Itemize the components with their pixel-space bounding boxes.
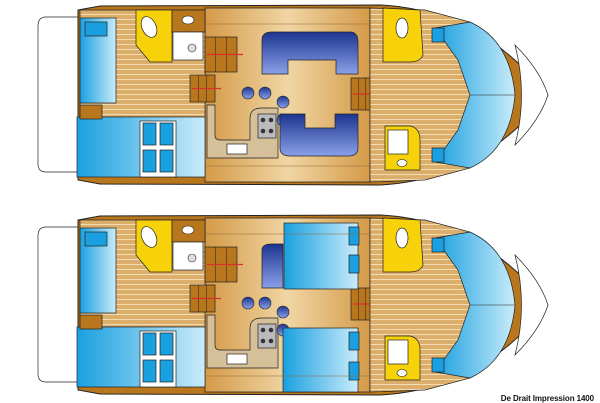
locker	[79, 104, 103, 120]
burner-icon	[260, 338, 266, 344]
stove	[257, 323, 277, 349]
shower	[387, 129, 409, 155]
dinette-seat	[261, 243, 284, 289]
pillow	[142, 332, 157, 356]
stove	[257, 113, 277, 139]
shower	[172, 31, 204, 61]
pillow	[348, 254, 360, 274]
pillow	[142, 122, 157, 146]
bar-stool	[258, 86, 272, 100]
pillow	[159, 332, 174, 356]
floor-plan-top	[37, 4, 549, 186]
burner-icon	[268, 338, 274, 344]
pillow	[348, 361, 360, 381]
pillow	[431, 147, 445, 163]
sink-icon	[396, 369, 408, 377]
swim-platform	[37, 226, 81, 383]
pillow	[431, 237, 445, 253]
sink-icon	[181, 225, 195, 235]
pillow	[84, 21, 108, 37]
pillow	[159, 359, 174, 383]
burner-icon	[260, 117, 266, 123]
pillow	[431, 27, 445, 43]
sink-icon	[396, 159, 408, 167]
toilet-icon	[395, 227, 409, 249]
dinette-seat-bottom	[279, 113, 359, 157]
pillow	[84, 231, 108, 247]
bow-rail	[514, 43, 549, 147]
floor-plan-bottom	[37, 214, 549, 396]
pillow	[142, 359, 157, 383]
pillow	[142, 149, 157, 173]
pillow	[348, 331, 360, 351]
sink-icon	[181, 15, 195, 25]
burner-icon	[268, 327, 274, 333]
bar-stool	[276, 95, 290, 109]
locker	[79, 314, 103, 330]
pillow	[159, 149, 174, 173]
toilet-icon	[140, 226, 158, 248]
burner-icon	[260, 128, 266, 134]
toilet-icon	[140, 16, 158, 38]
galley-sink	[226, 143, 248, 155]
bar-stool	[241, 296, 255, 310]
pillow	[348, 226, 360, 246]
dinette-seat-top	[261, 31, 359, 75]
swim-platform	[37, 16, 81, 173]
bow-rail	[514, 253, 549, 357]
galley-sink	[226, 353, 248, 365]
pillow	[159, 122, 174, 146]
shower-drain-icon	[187, 253, 197, 263]
shower	[387, 339, 409, 365]
shower	[172, 241, 204, 271]
burner-icon	[268, 117, 274, 123]
shower-drain-icon	[187, 43, 197, 53]
burner-icon	[268, 128, 274, 134]
plan-caption: De Drait Impression 1400	[500, 394, 594, 403]
bar-stool	[276, 305, 290, 319]
burner-icon	[260, 327, 266, 333]
double-bed-bottom	[282, 327, 359, 393]
pillow	[431, 357, 445, 373]
bar-stool	[241, 86, 255, 100]
double-bed-top	[283, 222, 359, 290]
bar-stool	[258, 296, 272, 310]
toilet-icon	[395, 17, 409, 39]
